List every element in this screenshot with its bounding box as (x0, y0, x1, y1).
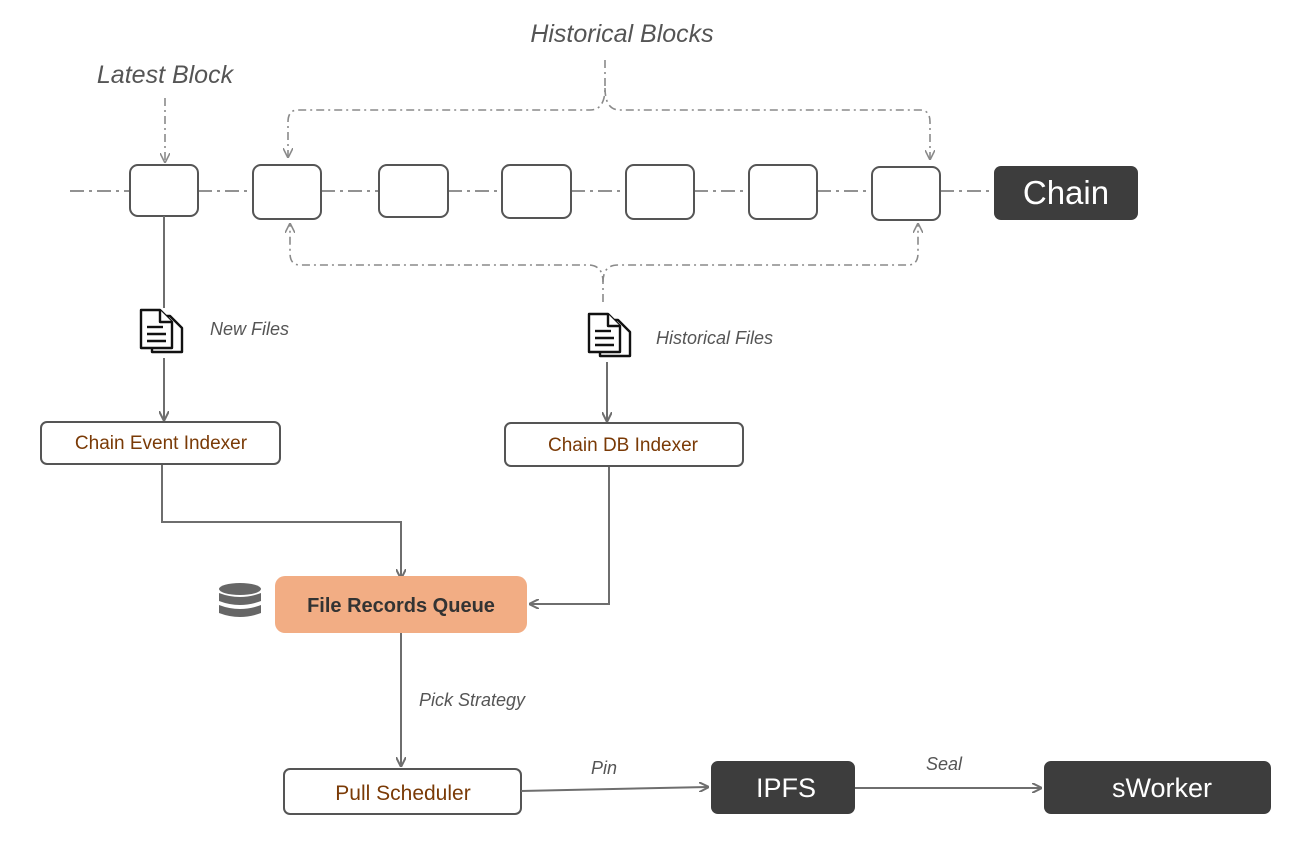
blocks (129, 164, 941, 221)
historical-files-bracket (290, 224, 604, 302)
pin-label: Pin (591, 758, 617, 778)
pick-strategy-label: Pick Strategy (419, 690, 526, 710)
block (625, 164, 695, 220)
historical-files-label: Historical Files (656, 328, 773, 348)
sworker-label: sWorker (1112, 773, 1212, 803)
historical-files-bracket-right (602, 224, 918, 283)
pull-scheduler-label: Pull Scheduler (335, 782, 470, 805)
block-historical (252, 164, 322, 220)
chain-event-indexer-node (40, 421, 281, 465)
chain-db-indexer-node (504, 422, 744, 467)
chain-node (994, 166, 1138, 220)
file-records-queue-label: File Records Queue (307, 595, 495, 617)
historical-blocks-label: Historical Blocks (530, 20, 713, 48)
scheduler-to-ipfs-arrow (520, 787, 708, 791)
block-historical (871, 166, 941, 221)
block-latest (129, 164, 199, 217)
document-files-icon (587, 312, 632, 358)
historical-blocks-bracket-right (604, 87, 930, 159)
seal-label: Seal (926, 754, 963, 774)
block (378, 164, 449, 218)
file-records-queue-node (275, 576, 527, 633)
chain-db-indexer-label: Chain DB Indexer (548, 435, 699, 456)
latest-block-label: Latest Block (97, 61, 235, 89)
block (501, 164, 572, 219)
historical-blocks-bracket (288, 60, 606, 157)
ipfs-node (711, 761, 855, 814)
database-icon (219, 583, 261, 617)
new-files-label: New Files (210, 319, 289, 339)
chain-event-indexer-label: Chain Event Indexer (75, 433, 248, 454)
db-indexer-to-queue-arrow (530, 467, 610, 604)
chain-node-label: Chain (1023, 174, 1109, 211)
block (748, 164, 818, 220)
ipfs-label: IPFS (756, 773, 816, 803)
pull-scheduler-node (283, 768, 522, 815)
document-files-icon (139, 308, 184, 354)
event-indexer-to-queue-arrow (161, 465, 401, 578)
sworker-node (1044, 761, 1271, 814)
